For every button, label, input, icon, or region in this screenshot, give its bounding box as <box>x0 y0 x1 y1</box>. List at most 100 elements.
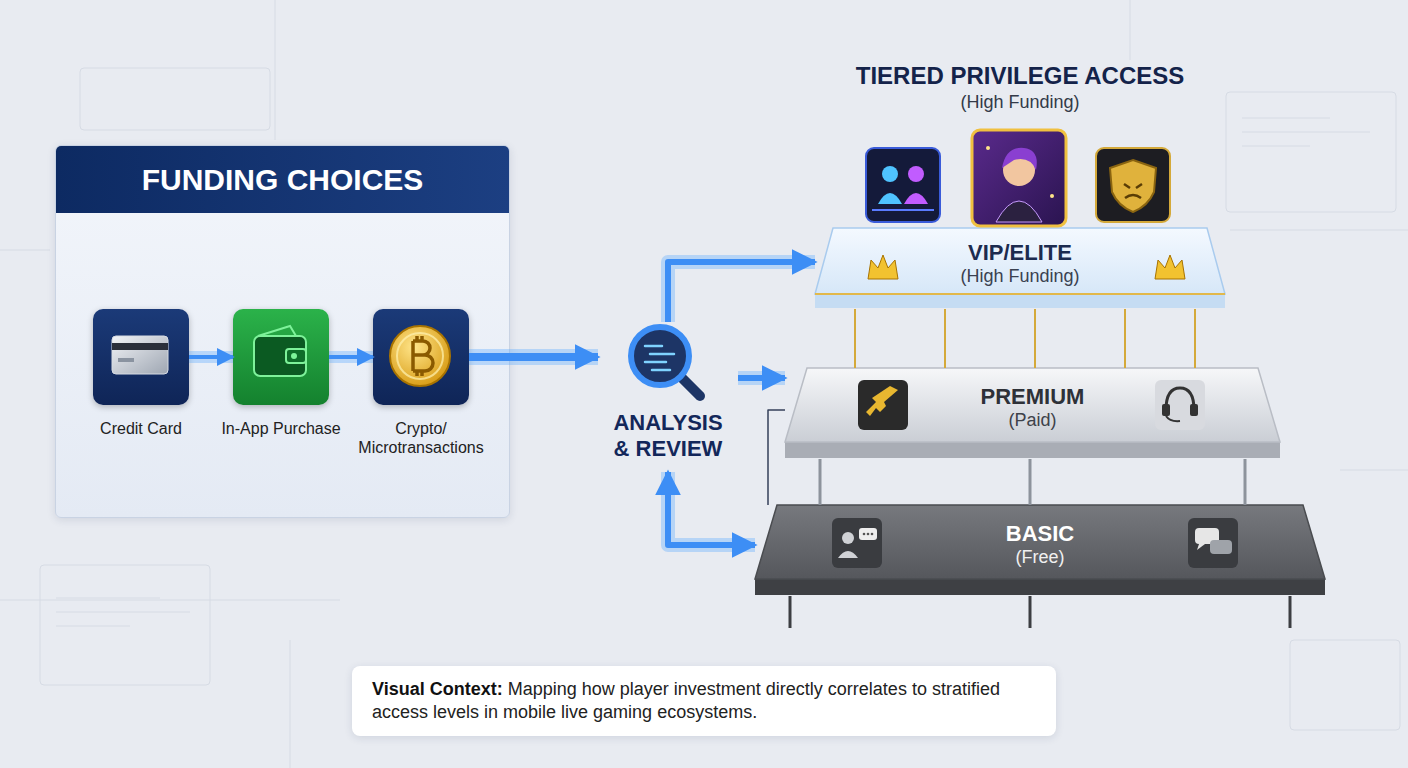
node-label: Visual Context: <box>372 679 503 699</box>
platform-rim <box>815 293 1225 295</box>
grid-lines <box>0 250 50 251</box>
node-label: PREMIUM <box>785 384 1280 410</box>
connector-glow <box>668 262 815 322</box>
tier-platform: PREMIUM(Paid) <box>785 368 1280 458</box>
magnifier-icon <box>645 346 674 370</box>
crypto-coin-icon <box>413 336 433 376</box>
headset-icon <box>1166 388 1194 410</box>
grid-lines <box>1226 92 1396 212</box>
vip-streaming-icon <box>878 193 902 204</box>
payment-icon: Credit Card <box>93 309 189 405</box>
node-sublabel: (High Funding) <box>815 266 1225 288</box>
vip-character-icon <box>1003 154 1035 186</box>
grid-lines <box>1340 470 1408 471</box>
grid-lines <box>1242 118 1330 119</box>
platform-edge <box>755 579 1325 595</box>
profile-chat-icon <box>832 518 882 568</box>
platform-top <box>785 368 1280 442</box>
node-label: ANALYSIS & REVIEW <box>598 410 738 462</box>
credit-card-icon <box>112 336 168 374</box>
profile-chat-icon <box>871 533 874 536</box>
grid-lines <box>290 640 291 768</box>
headset-icon <box>1190 404 1198 416</box>
platform-legs <box>1029 459 1032 505</box>
tier-platform: BASIC(Free) <box>755 505 1325 595</box>
node-label: VIP/ELITE <box>815 240 1225 266</box>
platform-legs <box>820 459 1245 505</box>
flow-arrow <box>738 375 785 381</box>
payment-icon: In-App Purchase <box>233 309 329 405</box>
vip-streaming-icon <box>882 166 898 182</box>
headset-icon <box>1155 380 1205 430</box>
vip-badge-icon <box>1110 160 1156 212</box>
flow-arrow <box>768 410 785 505</box>
profile-chat-icon <box>832 518 882 568</box>
grid-lines <box>40 565 210 685</box>
analysis-node: ANALYSIS & REVIEW <box>598 322 738 472</box>
vip-streaming-icon <box>908 166 924 182</box>
platform-legs <box>790 309 1290 628</box>
node-sublabel: (Paid) <box>785 410 1280 432</box>
magnifier-icon <box>645 361 666 364</box>
headset-icon <box>1162 404 1170 416</box>
grid-lines <box>56 598 160 599</box>
payment-icon: Crypto/ Microtransactions <box>373 309 469 405</box>
credit-card-icon <box>118 358 134 362</box>
node-sublabel: (Free) <box>755 547 1325 569</box>
magnifier-icon <box>631 327 689 385</box>
chat-icon <box>1210 540 1232 554</box>
node-label: BASIC <box>755 521 1325 547</box>
flow-arrow <box>329 355 373 359</box>
profile-chat-icon <box>842 532 854 544</box>
magnifier-icon <box>681 377 700 396</box>
platform-edge <box>785 442 1280 458</box>
grid-lines <box>1130 0 1131 60</box>
platform-legs <box>1029 596 1032 628</box>
headset-icon <box>1166 416 1180 421</box>
vip-character-icon <box>986 146 990 150</box>
connector-glow <box>329 351 373 363</box>
wallet-icon <box>254 336 306 376</box>
grid-lines <box>1242 146 1310 147</box>
crypto-coin-icon <box>390 326 450 386</box>
caption-box: Visual Context:Mapping how player invest… <box>352 666 1056 736</box>
magnifier-icon <box>645 345 662 348</box>
diagram-title: TIERED PRIVILEGE ACCESS <box>820 62 1220 91</box>
crypto-coin-icon <box>397 333 443 379</box>
platform-legs <box>855 309 1195 368</box>
crown-icon <box>868 255 1185 279</box>
platform-legs <box>1289 596 1292 628</box>
grid-lines <box>0 600 340 601</box>
platform-legs <box>1194 309 1196 368</box>
magnifier-icon <box>631 327 700 396</box>
vip-character-icon <box>1002 148 1037 170</box>
platform-legs <box>1034 309 1036 368</box>
crypto-coin-icon <box>390 326 450 386</box>
crown-icon <box>868 255 898 279</box>
platform-legs <box>854 309 856 368</box>
platform-top <box>755 505 1325 579</box>
platform-legs <box>944 309 946 368</box>
profile-chat-icon <box>859 528 877 540</box>
flow-arrow <box>668 262 815 322</box>
chat-icon <box>1195 528 1219 544</box>
wallet-icon <box>258 326 296 336</box>
chat-icon <box>1188 518 1238 568</box>
connector-glow <box>469 349 598 365</box>
vip-streaming-icon <box>872 209 934 211</box>
platform-top <box>815 228 1225 294</box>
grid-lines <box>56 612 190 613</box>
grid-lines <box>56 626 130 627</box>
vip-badge-icon <box>1096 148 1170 222</box>
wallet-icon <box>286 349 306 363</box>
magnifier-icon <box>652 369 670 372</box>
connector-glow <box>189 351 233 363</box>
wallet-icon <box>254 326 306 376</box>
platform-edge <box>815 294 1225 308</box>
heading-note: (High Funding) <box>820 92 1220 114</box>
connector-glow <box>668 472 755 545</box>
crown-icon <box>1155 255 1185 279</box>
